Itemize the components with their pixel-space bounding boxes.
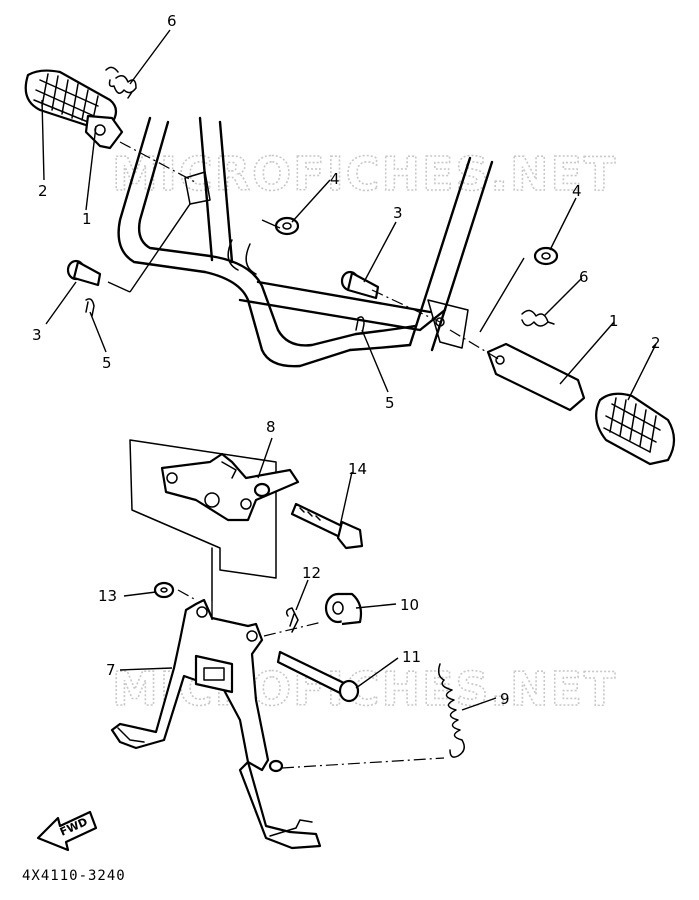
- stopper-10: [324, 592, 363, 626]
- callout-2-left: 2: [38, 182, 48, 200]
- washer-13: [153, 581, 175, 599]
- assembly-lines-upper: [107, 141, 525, 361]
- callout-3-left: 3: [32, 326, 42, 344]
- spring-9: [437, 663, 465, 758]
- washer-4-upper: [274, 216, 300, 236]
- clip-12: [285, 607, 299, 633]
- callout-1-left: 1: [82, 210, 92, 228]
- spring-6-right: [521, 309, 555, 327]
- washer-4-right: [533, 246, 559, 266]
- pin-3-left: [66, 259, 102, 287]
- footrest-right: [486, 342, 676, 466]
- callout-1-right: 1: [609, 312, 619, 330]
- cotter-pin-5-left: [85, 298, 95, 317]
- callout-8: 8: [266, 418, 276, 436]
- callout-5-left: 5: [102, 354, 112, 372]
- callout-12: 12: [302, 564, 321, 582]
- callout-14: 14: [348, 460, 367, 478]
- footrest-left: [24, 69, 124, 150]
- spring-6-top: [105, 66, 137, 99]
- frame-tubes: [117, 116, 494, 368]
- callout-leaders: [41, 29, 657, 711]
- callout-4-right: 4: [572, 182, 582, 200]
- callout-4-upper: 4: [330, 170, 340, 188]
- callout-10: 10: [400, 596, 419, 614]
- diagram-code: 4X4110-3240: [22, 868, 126, 884]
- callout-numbers: 6 2 1 4 3 4 6 1 2 3 5 5 8 14 13 12 10 7 …: [32, 12, 661, 708]
- watermark-top: MICROFICHES.NET: [112, 147, 617, 201]
- callout-7: 7: [106, 661, 116, 679]
- fwd-arrow-icon: FWD: [36, 810, 98, 852]
- callout-3-upper: 3: [393, 204, 403, 222]
- callout-5-center: 5: [385, 394, 395, 412]
- bracket-plate-outline: [129, 439, 277, 601]
- pin-3-upper: [340, 270, 380, 300]
- assembly-lines-lower: [177, 589, 445, 769]
- callout-6-right: 6: [579, 268, 589, 286]
- bracket-8: [160, 452, 300, 522]
- callout-13: 13: [98, 587, 117, 605]
- bolt-14: [290, 502, 364, 550]
- main-stand-7: [110, 598, 322, 850]
- callout-6-top: 6: [167, 12, 177, 30]
- cotter-pin-5-center: [355, 316, 365, 335]
- shaft-11: [276, 650, 360, 703]
- callout-11: 11: [402, 648, 421, 666]
- callout-2-right: 2: [651, 334, 661, 352]
- callout-9: 9: [500, 690, 510, 708]
